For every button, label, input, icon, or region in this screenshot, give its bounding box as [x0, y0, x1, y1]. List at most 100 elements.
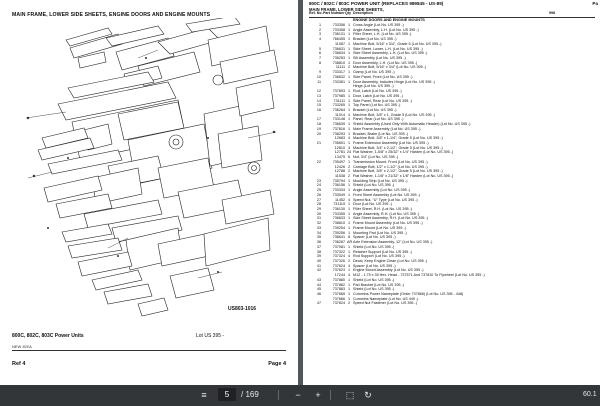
- description-cell: Side Sheet Assembly, R.H. (Lot No. US 39…: [353, 216, 428, 221]
- parts-row: Hinge (Lot No. US 395 -): [309, 84, 597, 89]
- fit-page-icon[interactable]: ⬚: [345, 390, 355, 400]
- ref-cell: 12: [316, 89, 321, 94]
- ref-cell: 15: [316, 103, 321, 108]
- page-left: MAIN FRAME, LOWER SIDE SHEETS, ENGINE DO…: [0, 0, 298, 385]
- qty-cell: 1: [347, 23, 351, 27]
- description-cell: Door (Lot No. US 395 -): [353, 202, 392, 207]
- lot-label: Lot US 395 -: [196, 333, 225, 339]
- description-cell: Flat Washer, 1-5/8" x 25/32" x 1/4" Hard…: [353, 150, 454, 155]
- qty-cell: 1: [347, 98, 351, 103]
- qty-cell: 1: [347, 211, 351, 216]
- zoom-level: 60.1: [583, 391, 597, 398]
- qty-cell: 1: [347, 37, 351, 42]
- qty-cell: 4: [347, 254, 351, 259]
- qty-cell: 4: [347, 273, 351, 278]
- parts-list-header: 800C / 802C / 803C POWER UNIT (REPLACES …: [309, 1, 598, 7]
- part-number-cell: 736633: [332, 216, 345, 221]
- parts-list-title: 800C / 802C / 803C POWER UNIT (REPLACES …: [309, 1, 444, 6]
- part-number-cell: 736130: [332, 207, 345, 212]
- page-header: MAIN FRAME, LOWER SIDE SHEETS, ENGINE DO…: [12, 12, 211, 18]
- description-cell: Angle Assembly, R.H. (Lot No. US 395 -): [353, 211, 420, 216]
- part-number-cell: 735794: [332, 178, 345, 183]
- qty-cell: 4: [347, 136, 351, 141]
- part-number-cell: 736639: [332, 122, 345, 127]
- description-cell: Shield (Lot No. US 395 -): [353, 183, 395, 188]
- ref-cell: 45: [316, 287, 321, 292]
- ref-cell: 10: [316, 74, 321, 79]
- part-number-cell: 11014: [335, 112, 345, 117]
- column-headers: Ref. No. Part Number Qty Description 998: [309, 11, 595, 18]
- part-number-cell: 11087: [335, 41, 345, 46]
- diagram-code: US803-1016: [228, 306, 257, 312]
- description-cell: Frame Mount Assembly (Lot No. US 395 -): [353, 221, 423, 226]
- qty-cell: 1: [347, 140, 351, 145]
- description-cell: Main Frame Assembly (Lot No. US 395 -): [353, 126, 421, 131]
- menu-icon[interactable]: ≡: [201, 390, 207, 400]
- page-count: / 169: [241, 390, 259, 399]
- rotate-icon[interactable]: ↻: [364, 390, 372, 400]
- part-number-cell: 12781: [334, 150, 345, 155]
- part-number-cell: 737985: [332, 93, 345, 98]
- qty-cell: 1: [347, 291, 351, 296]
- description-cell: M12 - 1.75 x 35 Hex. Head - 737571 And 7…: [353, 273, 485, 278]
- zoom-in-icon[interactable]: +: [315, 390, 321, 400]
- qty-cell: 4: [347, 197, 351, 202]
- ref-cell: 11: [317, 79, 321, 84]
- part-number-cell: 733334: [332, 188, 345, 193]
- ref-cell: 28: [316, 202, 321, 207]
- description-cell: Spacer (Lot No. US 395 -): [353, 263, 396, 268]
- description-cell: Machine Bolt, 5/16" x 3/4", Grade 5 (Lot…: [353, 41, 442, 46]
- qty-cell: 1: [347, 287, 351, 292]
- ref-cell: 22: [316, 159, 321, 164]
- ref-cell: 5: [318, 46, 321, 51]
- description-cell: Moulding Strip (Lot No. US 395 -): [353, 178, 408, 183]
- qty-cell: 1: [347, 268, 351, 273]
- part-number-cell: 12426: [334, 164, 345, 169]
- description-cell: Carriage Bolt, 1/2" x 1-1/2" (Lot No. US…: [353, 164, 428, 169]
- description-cell: Top Panel (Lot No. US 395 -): [353, 103, 401, 108]
- part-number-cell: 738253: [332, 131, 345, 136]
- description-cell: Filler Sheet, R.H. (Lot No. US 395 -): [353, 207, 413, 212]
- header-page: Pa: [592, 1, 598, 6]
- description-cell: Decal, Keep Engine Clean (Lot No. US 395…: [353, 258, 428, 263]
- part-number-cell: 12810: [334, 145, 345, 150]
- ref-cell: 19: [316, 126, 321, 131]
- pdf-viewer[interactable]: MAIN FRAME, LOWER SIDE SHEETS, ENGINE DO…: [0, 0, 600, 385]
- part-number-cell: 11452: [335, 197, 345, 202]
- part-number-cell: 739256: [332, 230, 345, 235]
- qty-cell: AR: [347, 240, 353, 245]
- description-cell: Cross Angle (Lot No. US 395 -): [353, 23, 404, 27]
- part-number-cell: 12788: [334, 169, 345, 174]
- ref-cell: 2: [318, 27, 321, 32]
- qty-cell: 1: [347, 216, 351, 221]
- col-desc: Description: [353, 11, 373, 15]
- description-cell: Transmission Mount, Front (Lot No. US 39…: [353, 159, 428, 164]
- qty-cell: 1: [347, 89, 351, 94]
- description-cell: Shield (Lot No. US 395 -): [353, 244, 395, 249]
- pdf-toolbar: ≡ 5 / 169 − + ⬚ ↻ 60.1: [0, 385, 600, 406]
- zoom-out-icon[interactable]: −: [295, 390, 301, 400]
- page-number-input[interactable]: 5: [218, 388, 236, 401]
- description-cell: Machine Bolt, 5/16" x 3/4" (Lot No. US 3…: [353, 65, 427, 70]
- description-cell: Filler Sheet, L.H. (Lot No. US 395 -): [353, 32, 412, 37]
- qty-cell: 2: [347, 164, 351, 169]
